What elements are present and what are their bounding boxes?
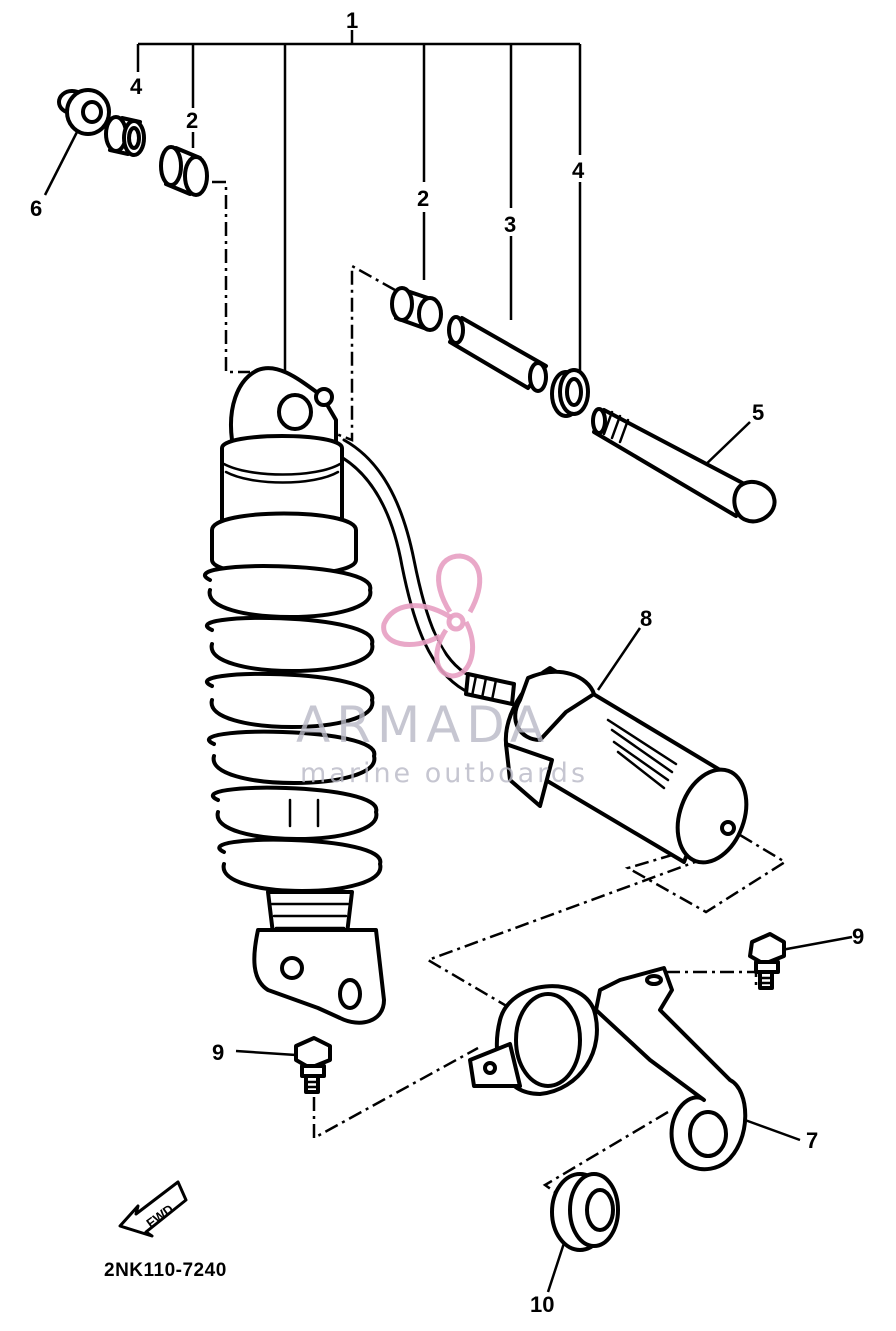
watermark-tagline: marine outboards: [300, 758, 588, 789]
bushing-part-2-left: [159, 145, 209, 197]
bolt-part-9-right: [748, 932, 786, 990]
reservoir-part-8: [464, 666, 749, 865]
callout-1: 1: [346, 8, 358, 33]
callout-10: 10: [530, 1292, 554, 1317]
callout-4-left: 4: [130, 74, 143, 99]
watermark-name: ARMADA: [296, 696, 550, 754]
callout-4-right: 4: [572, 158, 585, 183]
shock-absorber-part-1: [203, 366, 386, 1025]
callout-6: 6: [30, 196, 42, 221]
leader-lines: [43, 129, 853, 1293]
callout-2-right: 2: [417, 186, 429, 211]
callout-2-left: 2: [186, 108, 198, 133]
forward-arrow-icon: FWD: [118, 1180, 188, 1238]
grommet-part-10: [550, 1172, 620, 1252]
callout-7: 7: [806, 1128, 818, 1153]
collar-part-3: [447, 315, 548, 393]
callout-9-left: 9: [212, 1040, 224, 1065]
bushing-part-2-right: [390, 286, 443, 332]
callout-9-right: 9: [852, 924, 864, 949]
washer-part-4-left: [104, 115, 146, 157]
reservoir-hose: [334, 438, 472, 692]
callout-3: 3: [504, 212, 516, 237]
callout-8: 8: [640, 606, 652, 631]
bolt-part-5: [591, 407, 777, 524]
armada-watermark: ARMADA marine outboards: [296, 553, 588, 789]
callout-numbers: 1 4 2 6 2 3 4 5 8 9 9 7 10: [30, 8, 864, 1317]
bolt-part-9-left: [294, 1036, 332, 1094]
washer-part-4-right: [550, 368, 590, 418]
nut-part-6: [57, 88, 111, 136]
bracket-part-7: [468, 966, 748, 1172]
callout-5: 5: [752, 400, 764, 425]
propeller-logo-icon: [381, 553, 483, 679]
diagram-code: 2NK110-7240: [104, 1260, 227, 1281]
callout-1-leader: [136, 30, 582, 372]
